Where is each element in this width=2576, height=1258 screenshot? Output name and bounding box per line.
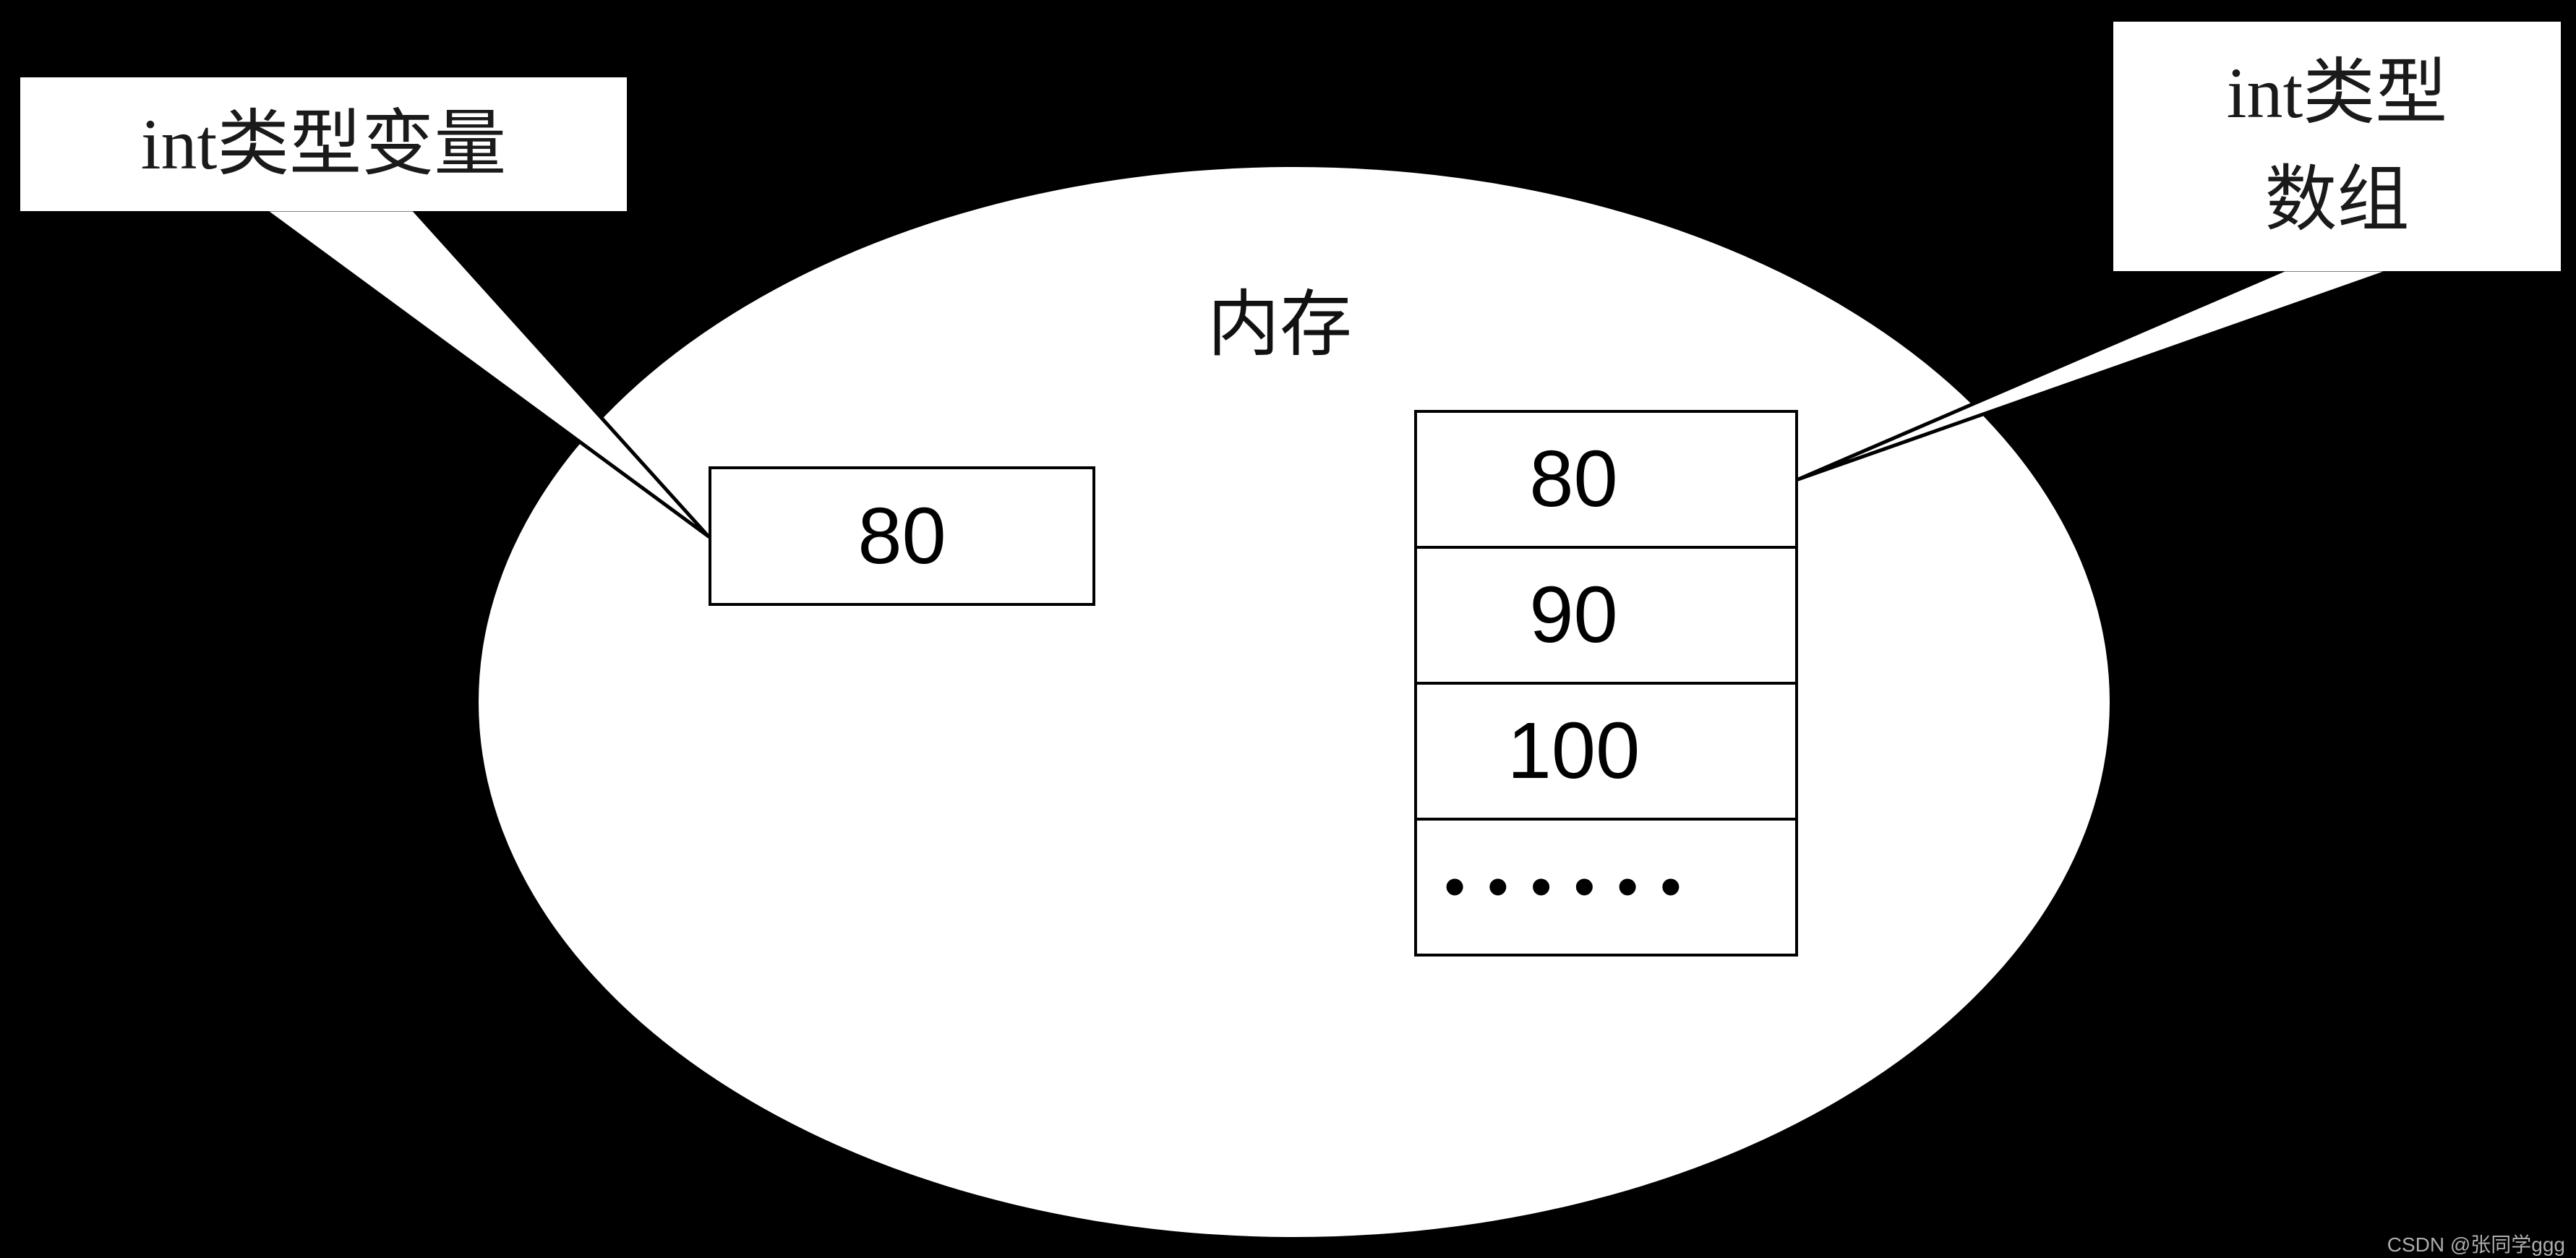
array-cell-1: 90 [1417, 549, 1795, 685]
memory-title: 内存 [1207, 285, 1352, 365]
callout-int-array-label-line2: 数组 [2264, 159, 2410, 240]
int-array-table: 80 90 100 •••••• [1414, 410, 1798, 957]
csdn-watermark: CSDN @张同学ggg [2387, 1233, 2565, 1256]
callout-int-array: int类型 数组 [2113, 22, 2561, 271]
array-cell-ellipsis-value: •••••• [1444, 852, 1703, 921]
callout-int-variable-label: int类型变量 [140, 104, 507, 184]
callout-int-variable: int类型变量 [20, 77, 627, 211]
array-cell-0: 80 [1417, 413, 1795, 549]
callout-int-array-label-line1: int类型 [2226, 52, 2448, 133]
array-cell-1-value: 90 [1529, 570, 1618, 659]
int-variable-box: 80 [709, 466, 1095, 606]
array-cell-0-value: 80 [1529, 435, 1618, 523]
array-cell-ellipsis: •••••• [1417, 821, 1795, 954]
left-callout-tail [262, 207, 711, 539]
int-variable-value: 80 [857, 492, 946, 581]
array-cell-2-value: 100 [1507, 706, 1640, 795]
array-cell-2: 100 [1417, 685, 1795, 821]
